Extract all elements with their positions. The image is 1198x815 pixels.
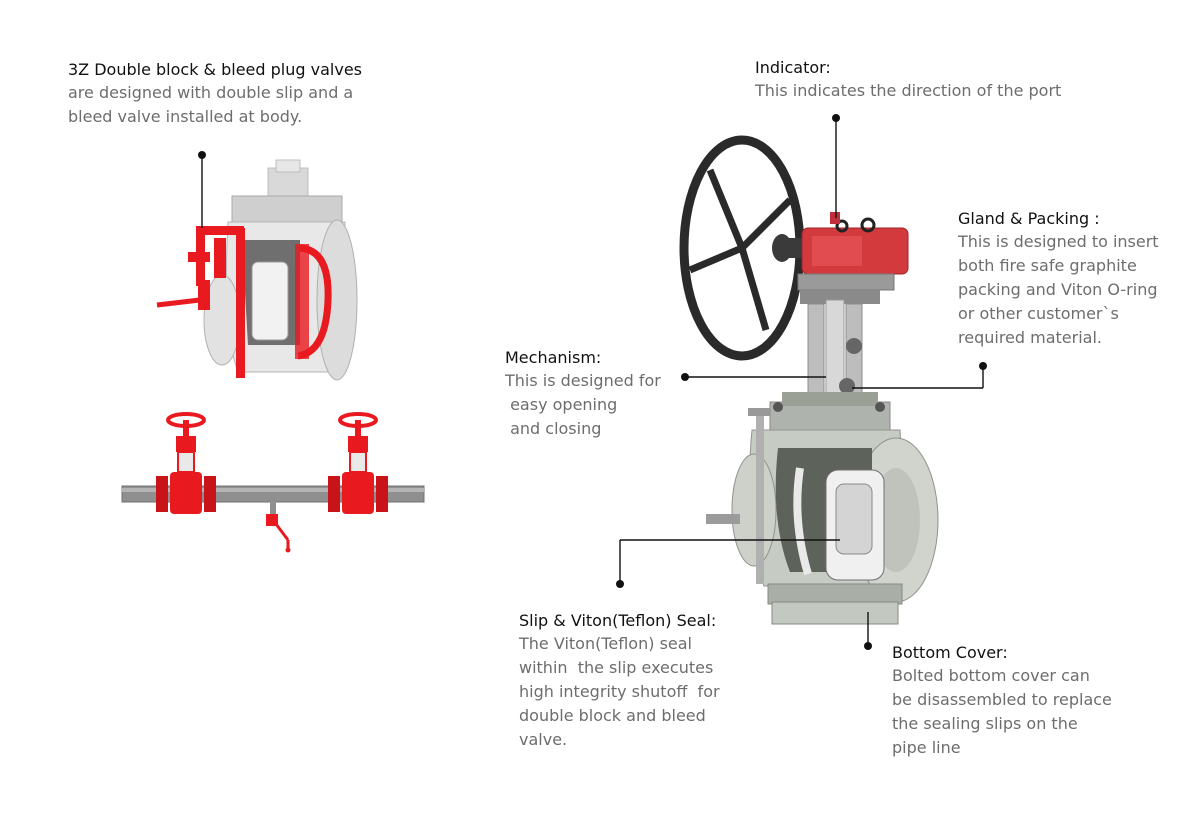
stem-yoke xyxy=(800,290,880,411)
bottom-cover xyxy=(767,583,903,625)
slip-callout: Slip & Viton(Teflon) Seal: The Viton(Tef… xyxy=(519,610,720,752)
leader-mechanism xyxy=(681,373,826,381)
gland-text: or other customer`s xyxy=(958,304,1119,323)
valve-body xyxy=(706,408,939,603)
pipeline-valve-left xyxy=(156,412,216,514)
mechanism-title: Mechanism: xyxy=(505,348,602,367)
indicator-callout: Indicator: This indicates the direction … xyxy=(755,57,1061,103)
gland-text: both fire safe graphite xyxy=(958,256,1137,275)
intro-block: 3Z Double block & bleed plug valves are … xyxy=(68,59,362,129)
indicator-title: Indicator: xyxy=(755,58,831,77)
mechanism-text: and closing xyxy=(505,419,602,438)
bottom-text: the sealing slips on the xyxy=(892,714,1078,733)
bottom-text: Bolted bottom cover can xyxy=(892,666,1090,685)
bottom-callout: Bottom Cover: Bolted bottom cover can be… xyxy=(892,642,1112,760)
mechanism-callout: Mechanism: This is designed for easy ope… xyxy=(505,347,661,441)
slip-text: double block and bleed xyxy=(519,706,706,725)
leader-gland xyxy=(852,362,987,389)
leader-bottom xyxy=(864,612,872,650)
slip-text: The Viton(Teflon) seal xyxy=(519,634,692,653)
slip-title: Slip & Viton(Teflon) Seal: xyxy=(519,611,717,630)
handwheel xyxy=(679,135,805,361)
gland-text: This is designed to insert xyxy=(958,232,1159,251)
gland-title: Gland & Packing : xyxy=(958,209,1100,228)
cutaway-valve-small xyxy=(156,159,358,381)
bottom-text: pipe line xyxy=(892,738,961,757)
intro-line: are designed with double slip and a xyxy=(68,83,354,102)
mechanism-text: This is designed for xyxy=(505,371,661,390)
gearbox xyxy=(797,212,909,291)
slip-text: valve. xyxy=(519,730,568,749)
slip-text: high integrity shutoff for xyxy=(519,682,720,701)
bottom-text: be disassembled to replace xyxy=(892,690,1112,709)
gland-text: packing and Viton O-ring xyxy=(958,280,1158,299)
bonnet xyxy=(769,392,891,431)
gland-text: required material. xyxy=(958,328,1102,347)
leader-dot xyxy=(198,151,206,159)
pipeline-valve-right xyxy=(328,412,388,514)
intro-line: bleed valve installed at body. xyxy=(68,107,303,126)
mechanism-text: easy opening xyxy=(505,395,618,414)
bottom-title: Bottom Cover: xyxy=(892,643,1008,662)
gland-callout: Gland & Packing : This is designed to in… xyxy=(958,208,1159,350)
slip-text: within the slip executes xyxy=(519,658,714,677)
leader-indicator xyxy=(832,114,840,218)
leader-slip xyxy=(616,539,840,588)
large-valve xyxy=(679,135,939,625)
indicator-text: This indicates the direction of the port xyxy=(755,81,1062,100)
intro-title: 3Z Double block & bleed plug valves xyxy=(68,60,362,79)
